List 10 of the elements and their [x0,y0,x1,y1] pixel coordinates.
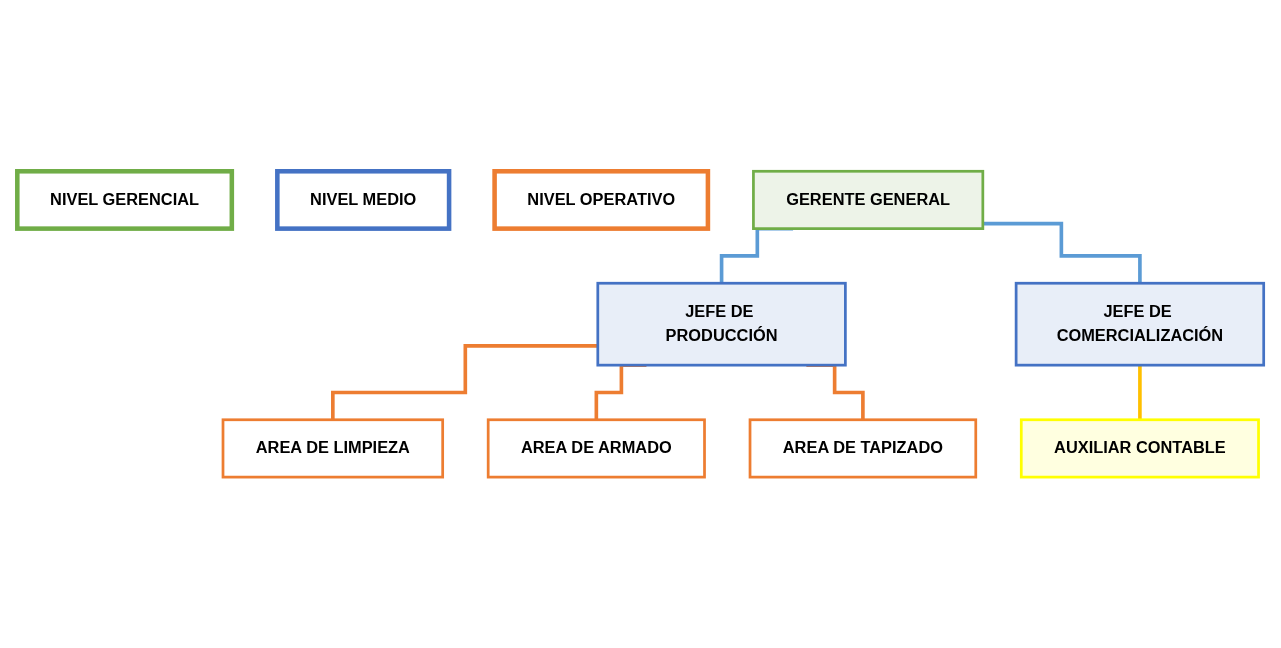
node-box: AREA DE ARMADO [486,418,706,479]
node-box: AREA DE LIMPIEZA [221,418,445,479]
node-box: AUXILIAR CONTABLE [1019,418,1260,479]
node-box: NIVEL GERENCIAL [15,168,235,231]
node-box: JEFE DE COMERCIALIZACIÓN [1014,281,1266,367]
node-box: JEFE DE PRODUCCIÓN [596,281,847,367]
node-box: AREA DE TAPIZADO [748,418,978,479]
node-box: NIVEL MEDIO [275,168,452,231]
node-box: GERENTE GENERAL [752,169,985,230]
node-box: NIVEL OPERATIVO [492,168,711,231]
